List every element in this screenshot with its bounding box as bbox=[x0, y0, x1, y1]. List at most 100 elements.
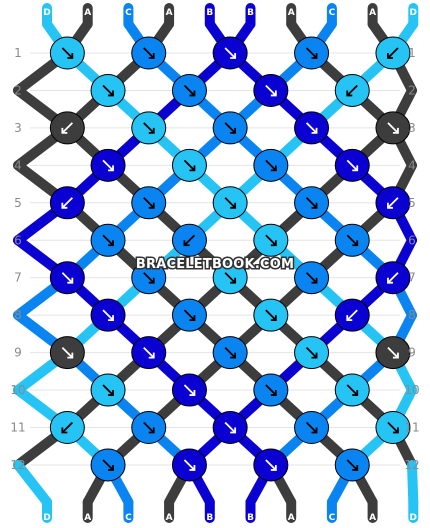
knot bbox=[212, 36, 248, 70]
knot bbox=[375, 186, 411, 220]
arrow-down-left-icon bbox=[346, 309, 358, 322]
arrow-down-right-icon bbox=[183, 309, 196, 322]
row-number-left: 6 bbox=[14, 233, 22, 247]
arrow-down-right-icon bbox=[305, 47, 318, 59]
row-number-left: 8 bbox=[14, 308, 22, 322]
arrow-down-right-icon bbox=[265, 309, 277, 322]
strand-label-top: A bbox=[84, 8, 91, 18]
row-number-right: 12 bbox=[404, 458, 419, 472]
knot bbox=[334, 448, 370, 482]
arrow-down-right-icon bbox=[61, 346, 74, 359]
strand-label-top: B bbox=[247, 8, 254, 18]
strand-label-top: C bbox=[125, 8, 132, 18]
knot bbox=[49, 336, 85, 370]
knot bbox=[375, 36, 411, 70]
arrow-down-right-icon bbox=[102, 234, 114, 247]
row-number-left: 7 bbox=[14, 271, 22, 285]
arrow-down-left-icon bbox=[61, 122, 73, 134]
arrow-down-right-icon bbox=[265, 459, 277, 471]
row-number-left: 11 bbox=[10, 421, 25, 435]
arrow-down-right-icon bbox=[61, 47, 74, 59]
arrow-down-left-icon bbox=[183, 234, 196, 247]
strand-label-top: B bbox=[206, 8, 213, 18]
strand-label-bottom: A bbox=[288, 513, 295, 523]
knot bbox=[49, 411, 85, 444]
row-number-right: 9 bbox=[408, 346, 416, 360]
knot bbox=[294, 411, 330, 444]
knot bbox=[131, 411, 167, 444]
strand-label-bottom: A bbox=[166, 513, 173, 523]
arrow-down-right-icon bbox=[143, 421, 155, 434]
knot bbox=[253, 373, 289, 407]
knot bbox=[334, 298, 370, 332]
knot bbox=[49, 261, 85, 295]
row-number-left: 5 bbox=[14, 196, 22, 210]
knot bbox=[131, 111, 167, 145]
watermark-text: BRACELETBOOK.COM bbox=[136, 257, 294, 272]
knot bbox=[294, 186, 330, 220]
arrow-down-right-icon bbox=[102, 459, 114, 471]
strand-label-bottom: D bbox=[410, 513, 417, 523]
knot bbox=[212, 111, 248, 145]
row-number-left: 3 bbox=[14, 121, 22, 135]
knot bbox=[212, 186, 248, 220]
row-number-right: 10 bbox=[404, 383, 419, 397]
knot bbox=[253, 148, 289, 182]
row-number-right: 7 bbox=[408, 271, 416, 285]
knot bbox=[171, 73, 207, 107]
knot bbox=[171, 373, 207, 407]
strand-label-top: D bbox=[43, 8, 50, 18]
arrow-down-right-icon bbox=[387, 421, 399, 434]
knot bbox=[253, 223, 289, 257]
knot bbox=[253, 298, 289, 332]
knot bbox=[334, 373, 370, 407]
arrow-down-right-icon bbox=[387, 122, 399, 134]
arrow-down-right-icon bbox=[224, 197, 237, 209]
knot bbox=[131, 336, 167, 370]
knot bbox=[90, 448, 126, 482]
knot bbox=[334, 73, 370, 107]
arrow-down-right-icon bbox=[305, 421, 318, 434]
strand-label-top: A bbox=[166, 8, 173, 18]
knot bbox=[171, 298, 207, 332]
knot bbox=[131, 261, 167, 295]
arrow-down-right-icon bbox=[265, 234, 277, 247]
arrow-down-left-icon bbox=[387, 197, 399, 209]
strand-label-bottom: C bbox=[329, 513, 336, 523]
strand-segment bbox=[407, 459, 419, 507]
arrow-down-right-icon bbox=[143, 197, 155, 209]
knot bbox=[90, 373, 126, 407]
row-number-left: 12 bbox=[10, 458, 25, 472]
arrow-down-right-icon bbox=[143, 122, 155, 134]
arrow-down-left-icon bbox=[61, 421, 73, 434]
knot bbox=[212, 336, 248, 370]
strand-label-bottom: A bbox=[369, 513, 376, 523]
row-number-left: 1 bbox=[14, 46, 22, 60]
knot bbox=[171, 148, 207, 182]
knot bbox=[131, 186, 167, 220]
strand-label-bottom: D bbox=[43, 513, 50, 523]
arrow-down-right-icon bbox=[183, 384, 196, 396]
knot bbox=[49, 111, 85, 145]
arrow-down-right-icon bbox=[143, 272, 155, 284]
arrow-down-right-icon bbox=[346, 384, 359, 396]
row-number-left: 9 bbox=[14, 346, 22, 360]
knot bbox=[375, 411, 411, 444]
strand-label-top: C bbox=[329, 8, 336, 18]
strand-label-bottom: B bbox=[247, 513, 254, 523]
arrow-down-right-icon bbox=[102, 159, 114, 172]
strand-label-top: A bbox=[288, 8, 295, 18]
row-number-right: 5 bbox=[408, 196, 416, 210]
strand-label-bottom: C bbox=[125, 513, 132, 523]
arrow-down-left-icon bbox=[346, 84, 358, 97]
strand-segment bbox=[13, 459, 52, 507]
knot bbox=[294, 336, 330, 370]
arrow-down-left-icon bbox=[387, 47, 399, 59]
arrow-down-right-icon bbox=[305, 197, 318, 209]
knot bbox=[334, 148, 370, 182]
knot bbox=[294, 261, 330, 295]
row-number-right: 8 bbox=[408, 308, 416, 322]
arrow-down-right-icon bbox=[346, 159, 359, 172]
knot bbox=[171, 223, 207, 257]
